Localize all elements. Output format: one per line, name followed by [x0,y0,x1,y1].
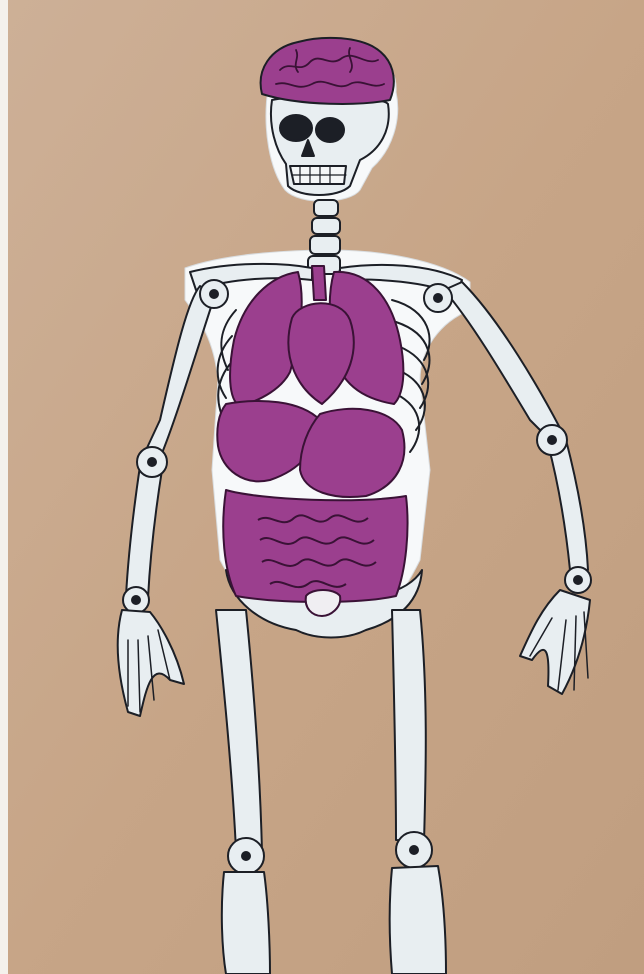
trachea [312,266,326,300]
left-white-margin [0,0,8,974]
organs [217,266,407,616]
stomach [300,409,404,497]
right-eye-socket [316,118,344,142]
brain [261,38,394,104]
large-intestine [223,490,407,602]
left-eye-socket [280,115,312,141]
